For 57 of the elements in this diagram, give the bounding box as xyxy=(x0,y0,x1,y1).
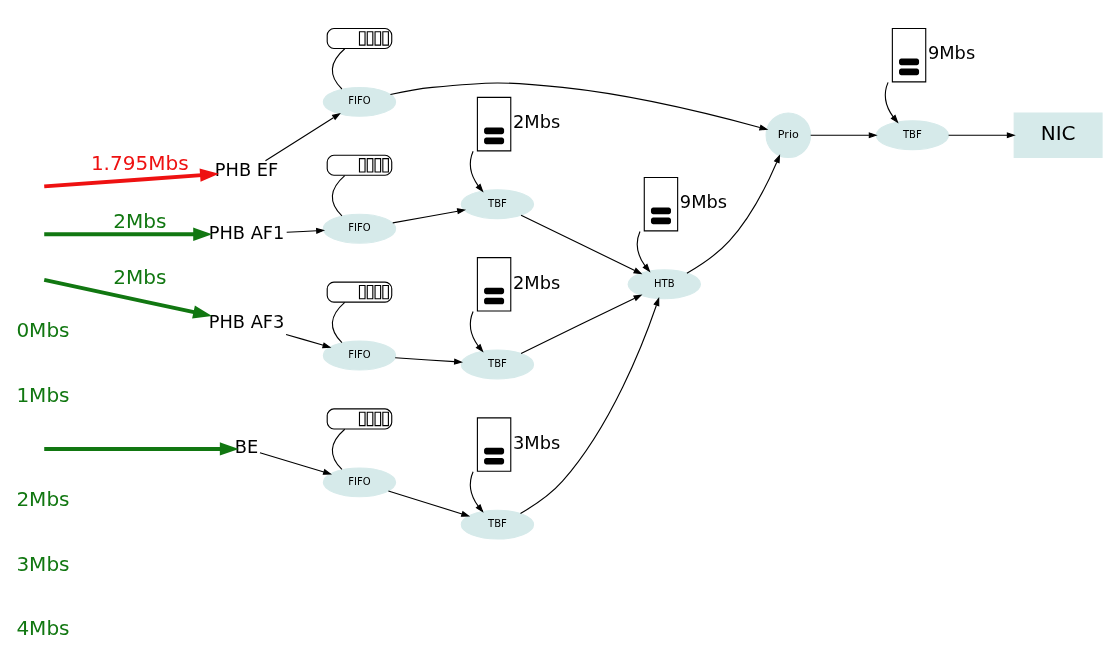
arrow xyxy=(264,112,341,162)
connector xyxy=(331,428,346,471)
node-queue xyxy=(326,27,393,50)
node-label: 3Mbs xyxy=(513,431,561,453)
node-label: 9Mbs xyxy=(679,191,728,213)
arrow xyxy=(44,168,219,189)
arrow xyxy=(519,297,660,515)
label: 0Mbs xyxy=(16,318,70,343)
arrow xyxy=(636,230,651,273)
arrow xyxy=(469,310,484,353)
arrow xyxy=(394,357,463,365)
node-label: 2Mbs xyxy=(513,111,561,133)
node-ellipse: TBF xyxy=(460,349,535,380)
arrow xyxy=(387,490,471,517)
arrow xyxy=(392,208,467,224)
node-bucket xyxy=(643,176,679,232)
node-ellipse: FIFO xyxy=(322,213,397,244)
node-bucket xyxy=(891,27,927,83)
node-text: PHB AF1 xyxy=(208,221,285,243)
node-circle: Prio xyxy=(765,112,812,159)
arrow xyxy=(810,132,878,139)
label: 2Mbs xyxy=(16,487,70,512)
node-ellipse: FIFO xyxy=(322,86,397,117)
connector xyxy=(331,48,346,90)
node-bucket xyxy=(476,96,512,152)
node-bucket xyxy=(476,257,512,312)
arrow xyxy=(948,132,1016,139)
edge-label: 2Mbs xyxy=(113,209,167,234)
arrow xyxy=(44,442,239,456)
connector xyxy=(331,301,346,344)
node-text: PHB EF xyxy=(214,159,279,181)
arrow xyxy=(884,81,899,124)
node-text: PHB AF3 xyxy=(208,310,285,332)
label: 4Mbs xyxy=(16,616,70,641)
edge-label: 2Mbs xyxy=(113,264,167,289)
arrow xyxy=(520,294,643,354)
arrow xyxy=(43,278,213,319)
edge-label: 1.795Mbs xyxy=(90,151,189,176)
node-bucket xyxy=(476,417,512,472)
node-label: 2Mbs xyxy=(513,271,561,293)
node-text: BE xyxy=(234,436,259,458)
node-label: 9Mbs xyxy=(927,42,976,64)
arrow xyxy=(469,150,484,193)
label: 3Mbs xyxy=(16,551,70,576)
arrow xyxy=(469,471,484,513)
node-box: NIC xyxy=(1013,112,1103,159)
arrow xyxy=(389,82,769,131)
arrow xyxy=(520,214,643,275)
connector xyxy=(331,175,346,217)
arrow xyxy=(44,227,213,241)
label: 1Mbs xyxy=(16,382,70,407)
node-ellipse: TBF xyxy=(460,189,535,220)
arrow xyxy=(285,333,332,349)
arrow xyxy=(259,452,332,475)
arrow xyxy=(286,227,326,234)
node-ellipse: TBF xyxy=(875,120,950,151)
arrow xyxy=(686,154,781,274)
